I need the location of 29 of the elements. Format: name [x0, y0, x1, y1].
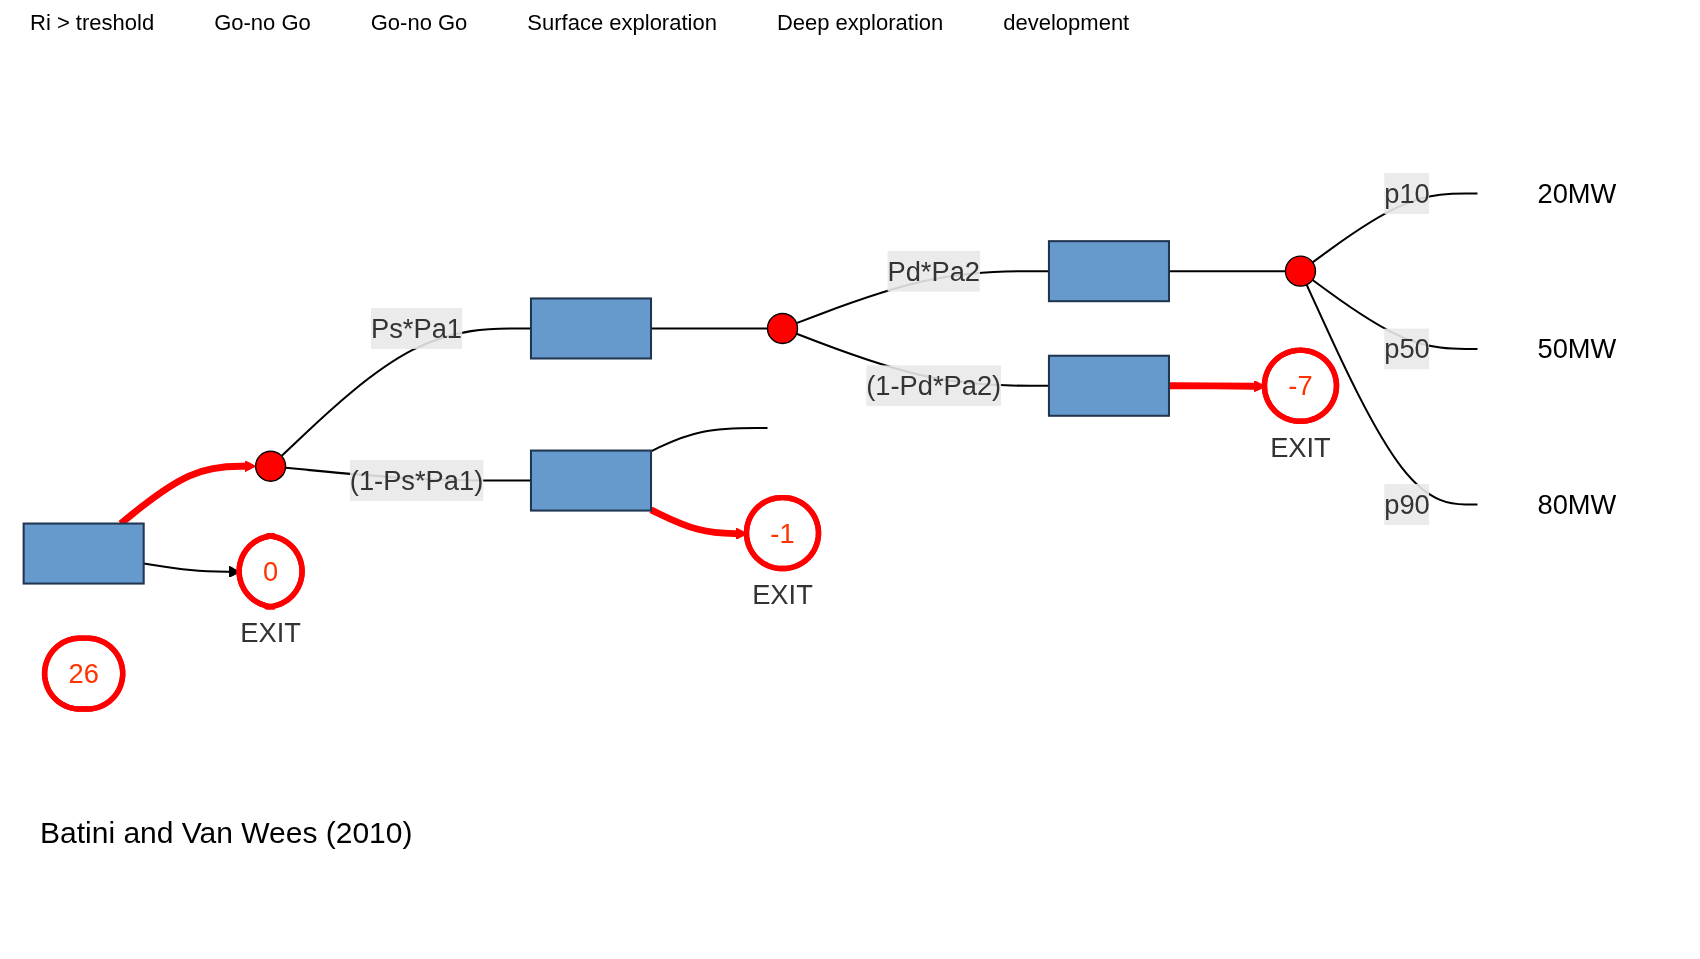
- connector: [651, 327, 768, 330]
- connector: [1169, 270, 1286, 273]
- column-heading: Go-no Go: [370, 10, 468, 36]
- chance-node-circle: [766, 312, 799, 345]
- connector: [1305, 284, 1478, 506]
- column-heading: Surface exploration: [527, 10, 717, 36]
- chance-node-circle: [254, 450, 287, 482]
- outcome-label: 20MW: [1537, 178, 1617, 209]
- decision-square: [1047, 354, 1170, 417]
- column-heading: Deep exploration: [776, 10, 944, 36]
- payoff-oval: -1: [743, 494, 822, 572]
- connector: [650, 427, 768, 453]
- payoff-oval: 26: [41, 635, 126, 712]
- chance-node-circle: [1284, 255, 1317, 287]
- payoff-oval: -7: [1261, 347, 1340, 424]
- decision-square: [22, 522, 145, 585]
- outcome-label: 80MW: [1537, 489, 1617, 520]
- column-heading: development: [1003, 10, 1130, 36]
- caption: Batini and Van Wees (2010): [39, 816, 414, 850]
- decision-square: [529, 449, 653, 512]
- decision-square: [529, 297, 653, 360]
- exit-label: EXIT: [240, 617, 301, 649]
- exit-label: EXIT: [752, 579, 813, 610]
- column-heading: Ri > treshold: [30, 10, 155, 36]
- decision-square: [1047, 240, 1170, 303]
- column-heading: Go-no Go: [214, 10, 311, 36]
- exit-label: EXIT: [1270, 431, 1331, 463]
- outcome-label: 50MW: [1537, 333, 1617, 364]
- payoff-oval: 0: [236, 533, 305, 610]
